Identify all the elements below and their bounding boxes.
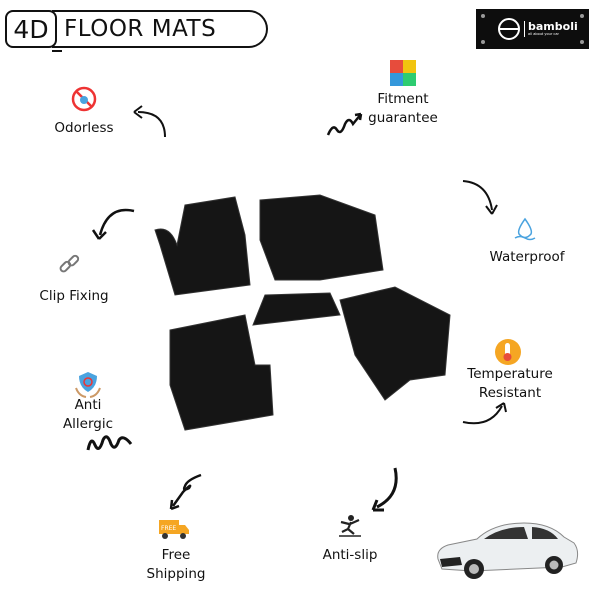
feature-odorless: Odorless [54, 120, 114, 136]
curved-arrow-icon [462, 180, 498, 215]
feature-anti-slip: Anti-slip [322, 547, 378, 563]
4d-badge: 4D [5, 10, 57, 48]
truck-free-text: FREE [161, 525, 176, 532]
label-line: Resistant [478, 385, 542, 401]
curved-arrow-icon [133, 105, 166, 138]
mat-center-hump [252, 292, 341, 326]
label-line: Free [161, 547, 191, 563]
label-line: Fitment [377, 91, 429, 107]
no-odor-icon [71, 86, 97, 112]
curved-arrow-icon [462, 402, 507, 425]
mat-rear-left [169, 314, 274, 431]
curved-arrow-icon [91, 208, 135, 240]
label-line: guarantee [368, 110, 438, 126]
curved-arrow-icon [371, 467, 398, 512]
floor-mats-image [154, 194, 451, 431]
label-line: Allergic [62, 416, 114, 432]
label-line: Anti [74, 397, 102, 413]
mat-rear-right [339, 286, 451, 401]
slipping-person-icon [339, 515, 361, 537]
puzzle-icon [390, 60, 416, 86]
shield-hands-icon [75, 372, 101, 398]
feature-fitment-guarantee: Fitment guarantee [368, 90, 438, 128]
logo-tagline: all about your car [528, 32, 559, 36]
chain-link-icon [59, 254, 80, 273]
mat-front-left [154, 196, 251, 296]
mat-front-right [259, 194, 384, 281]
delivery-truck-icon: FREE [159, 520, 189, 539]
feature-waterproof: Waterproof [489, 249, 565, 265]
loop-arrow-icon [169, 473, 202, 511]
label-line: Temperature [467, 366, 553, 382]
logo-name: bamboli [528, 20, 578, 33]
squiggle-icon [86, 435, 133, 451]
page-title: FLOOR MATS [52, 9, 268, 52]
squiggle-arrow-icon [326, 112, 363, 136]
water-drop-icon [514, 217, 536, 241]
car-image [437, 522, 579, 579]
thermometer-icon [495, 339, 521, 365]
label-line: Shipping [146, 566, 206, 582]
feature-clip-fixing: Clip Fixing [39, 288, 109, 304]
steering-wheel-icon [498, 18, 520, 40]
